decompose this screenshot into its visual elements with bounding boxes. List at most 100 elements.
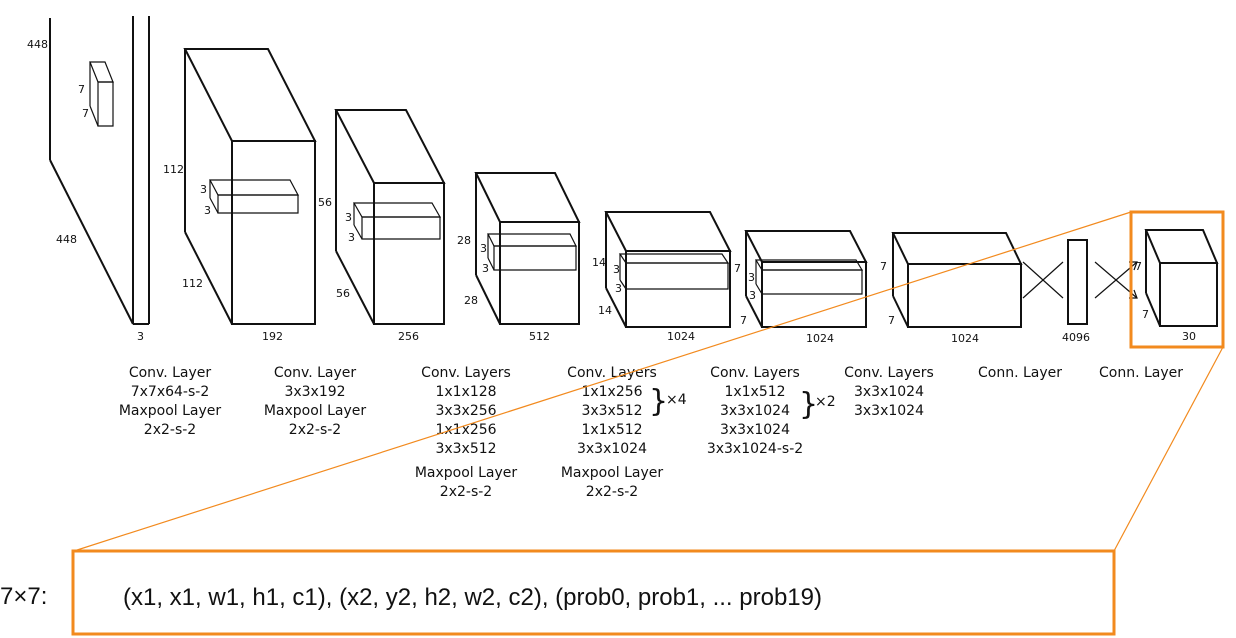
block1-height-label: 112 [163, 163, 184, 176]
caption-line: 1x1x512 [581, 422, 642, 438]
block4-cuboid [606, 212, 730, 327]
output-highlight-box [1131, 212, 1223, 347]
caption-block6: Conv. Layers 3x3x1024 3x3x1024 [844, 365, 934, 419]
input-width-label: 448 [56, 233, 77, 246]
input-kernel-box [90, 62, 113, 126]
block6-depth-label: 1024 [951, 332, 979, 345]
block3-depth-label: 512 [529, 330, 550, 343]
caption-line: 3x3x512 [435, 441, 496, 457]
caption-line: Conv. Layers [567, 365, 657, 381]
block2-depth-label: 256 [398, 330, 419, 343]
grid-size-label: 7×7: [0, 583, 47, 610]
caption-line: 3x3x1024-s-2 [707, 441, 803, 457]
fc-connections-left [1023, 262, 1063, 298]
repeat-label-block4: ×4 [666, 392, 687, 408]
caption-line: Conn. Layer [978, 365, 1062, 381]
block2-width-label: 56 [336, 287, 350, 300]
input-depth-label: 3 [137, 330, 144, 343]
caption-line: Conn. Layer [1099, 365, 1183, 381]
output-height-label: 7 [1135, 260, 1142, 273]
repeat-label-block5: ×2 [815, 394, 836, 410]
output-width-label: 7 [1142, 308, 1149, 321]
caption-line: 1x1x128 [435, 384, 496, 400]
caption-block1: Conv. Layer 7x7x64-s-2 Maxpool Layer 2x2… [119, 365, 222, 438]
input-slab [50, 16, 149, 324]
block5-kernel-box [756, 260, 862, 294]
caption-line: 1x1x256 [435, 422, 496, 438]
caption-line: 1x1x256 [581, 384, 642, 400]
block5-kernel-w-label: 3 [749, 289, 756, 302]
caption-line: 3x3x1024 [720, 403, 790, 419]
input-kernel-h-label: 7 [78, 83, 85, 96]
block5-width-label: 7 [740, 314, 747, 327]
block2-kernel-w-label: 3 [348, 231, 355, 244]
block3-kernel-box [488, 234, 576, 270]
block1-kernel-w-label: 3 [204, 204, 211, 217]
caption-line: Conv. Layer [274, 365, 357, 381]
output-vector-box [73, 551, 1114, 634]
caption-line: 3x3x256 [435, 403, 496, 419]
block1-kernel-h-label: 3 [200, 183, 207, 196]
caption-line: 2x2-s-2 [440, 484, 492, 500]
caption-fc: Conn. Layer [978, 365, 1062, 381]
caption-block4: Conv. Layers 1x1x256 3x3x512 1x1x512 3x3… [561, 365, 664, 500]
block3-kernel-h-label: 3 [480, 242, 487, 255]
fc-layer-bar [1068, 240, 1087, 324]
block3-width-label: 28 [464, 294, 478, 307]
block2-kernel-h-label: 3 [345, 211, 352, 224]
block5-height-label: 7 [734, 262, 741, 275]
caption-line: 3x3x512 [581, 403, 642, 419]
caption-line: Maxpool Layer [119, 403, 222, 419]
block6-cuboid [893, 233, 1021, 327]
fc-size-label: 4096 [1062, 331, 1090, 344]
caption-line: 3x3x1024 [854, 384, 924, 400]
caption-line: 3x3x1024 [854, 403, 924, 419]
block6-width-label: 7 [888, 314, 895, 327]
caption-line: Maxpool Layer [561, 465, 664, 481]
input-height-label: 448 [27, 38, 48, 51]
zoom-line-right [1114, 347, 1223, 551]
block4-depth-label: 1024 [667, 330, 695, 343]
caption-line: 2x2-s-2 [586, 484, 638, 500]
block4-kernel-w-label: 3 [615, 282, 622, 295]
output-vector-text: (x1, x1, w1, h1, c1), (x2, y2, h2, w2, c… [123, 584, 822, 611]
caption-block3: Conv. Layers 1x1x128 3x3x256 1x1x256 3x3… [415, 365, 518, 500]
caption-line: Maxpool Layer [415, 465, 518, 481]
block3-cuboid [476, 173, 579, 324]
output-cuboid [1146, 230, 1217, 326]
block3-height-label: 28 [457, 234, 471, 247]
block1-cuboid [185, 49, 315, 324]
block6-height-label: 7 [880, 260, 887, 273]
block5-cuboid [746, 231, 866, 327]
block2-cuboid [336, 110, 444, 324]
block2-kernel-box [354, 203, 440, 239]
block1-depth-label: 192 [262, 330, 283, 343]
block5-kernel-h-label: 3 [748, 271, 755, 284]
repeat-brace-block5: } [799, 387, 818, 422]
caption-line: 2x2-s-2 [144, 422, 196, 438]
caption-line: 3x3x1024 [720, 422, 790, 438]
block4-height-label: 14 [592, 256, 606, 269]
caption-line: 7x7x64-s-2 [131, 384, 210, 400]
caption-line: 3x3x1024 [577, 441, 647, 457]
caption-line: 3x3x192 [284, 384, 345, 400]
caption-line: Conv. Layers [844, 365, 934, 381]
caption-block5: Conv. Layers 1x1x512 3x3x1024 3x3x1024 3… [707, 365, 803, 457]
block2-height-label: 56 [318, 196, 332, 209]
block4-kernel-box [620, 254, 728, 289]
caption-line: Conv. Layer [129, 365, 212, 381]
output-depth-label: 30 [1182, 330, 1196, 343]
input-kernel-w-label: 7 [82, 107, 89, 120]
zoom-line-left [74, 212, 1131, 551]
caption-line: 2x2-s-2 [289, 422, 341, 438]
block5-depth-label: 1024 [806, 332, 834, 345]
caption-block2: Conv. Layer 3x3x192 Maxpool Layer 2x2-s-… [264, 365, 367, 438]
block3-kernel-w-label: 3 [482, 262, 489, 275]
block4-kernel-h-label: 3 [613, 263, 620, 276]
caption-line: 1x1x512 [724, 384, 785, 400]
caption-line: Conv. Layers [421, 365, 511, 381]
block1-width-label: 112 [182, 277, 203, 290]
caption-output: Conn. Layer [1099, 365, 1183, 381]
caption-line: Maxpool Layer [264, 403, 367, 419]
